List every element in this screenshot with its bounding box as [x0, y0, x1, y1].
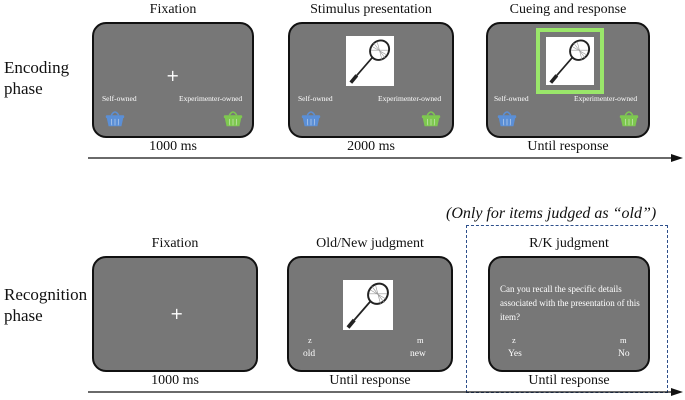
old-new-title: Old/New judgment	[316, 236, 424, 251]
self-owned-label: Self-owned	[494, 94, 529, 103]
encoding-fixation-time: 1000 ms	[149, 139, 197, 154]
z-key-label: z	[308, 335, 312, 345]
badminton-racket-icon	[343, 280, 393, 330]
experimenter-owned-label: Experimenter-owned	[179, 94, 243, 103]
self-owned-label: Self-owned	[102, 94, 137, 103]
badminton-racket-icon	[546, 37, 594, 85]
old-response-label: old	[303, 349, 316, 359]
new-response-label: new	[410, 349, 426, 359]
green-basket-icon	[222, 108, 244, 128]
blue-basket-icon	[496, 108, 518, 128]
m-key-label: m	[620, 335, 627, 345]
fixation-cross-icon: +	[170, 304, 184, 323]
encoding-timeline-arrow	[88, 154, 683, 162]
old-new-screen: z m old new	[287, 256, 453, 372]
encoding-cueing-title: Cueing and response	[509, 2, 627, 17]
recognition-fixation-screen: +	[92, 256, 258, 372]
yes-response-label: Yes	[508, 349, 522, 359]
rk-title: R/K judgment	[529, 236, 609, 251]
green-basket-icon	[618, 108, 640, 128]
recognition-phase-label: Recognition phase	[4, 285, 88, 325]
encoding-cueing-time: Until response	[527, 139, 609, 154]
recognition-timeline-arrow	[88, 388, 683, 396]
experimenter-owned-label: Experimenter-owned	[378, 94, 442, 103]
encoding-fixation-title: Fixation	[149, 2, 197, 17]
encoding-stimulus-time: 2000 ms	[347, 139, 395, 154]
encoding-phase-label: Encoding phase	[4, 58, 70, 98]
rk-screen: Can you recall the specific details asso…	[488, 256, 650, 372]
rk-question: Can you recall the specific details asso…	[500, 284, 640, 322]
z-key-label: z	[512, 335, 516, 345]
no-response-label: No	[618, 349, 630, 359]
fixation-cross-icon: +	[166, 66, 180, 85]
blue-basket-icon	[104, 108, 126, 128]
experimenter-owned-label: Experimenter-owned	[574, 94, 638, 103]
encoding-fixation-screen: + Self-owned Experimenter-owned	[92, 22, 254, 138]
recognition-fixation-title: Fixation	[151, 236, 199, 251]
recognition-fixation-time: 1000 ms	[151, 373, 199, 388]
green-basket-icon	[420, 108, 442, 128]
rk-time: Until response	[528, 373, 610, 388]
blue-basket-icon	[300, 108, 322, 128]
stimulus-image	[346, 36, 394, 86]
self-owned-label: Self-owned	[298, 94, 333, 103]
encoding-cueing-screen: Self-owned Experimenter-owned	[486, 22, 650, 138]
stimulus-image	[546, 37, 594, 85]
encoding-stimulus-title: Stimulus presentation	[310, 2, 432, 17]
m-key-label: m	[417, 335, 424, 345]
stimulus-image	[343, 280, 393, 330]
badminton-racket-icon	[346, 36, 394, 86]
old-new-time: Until response	[329, 373, 411, 388]
encoding-stimulus-screen: Self-owned Experimenter-owned	[288, 22, 454, 138]
old-items-note: (Only for items judged as “old”)	[446, 205, 657, 222]
cue-frame	[536, 28, 604, 94]
